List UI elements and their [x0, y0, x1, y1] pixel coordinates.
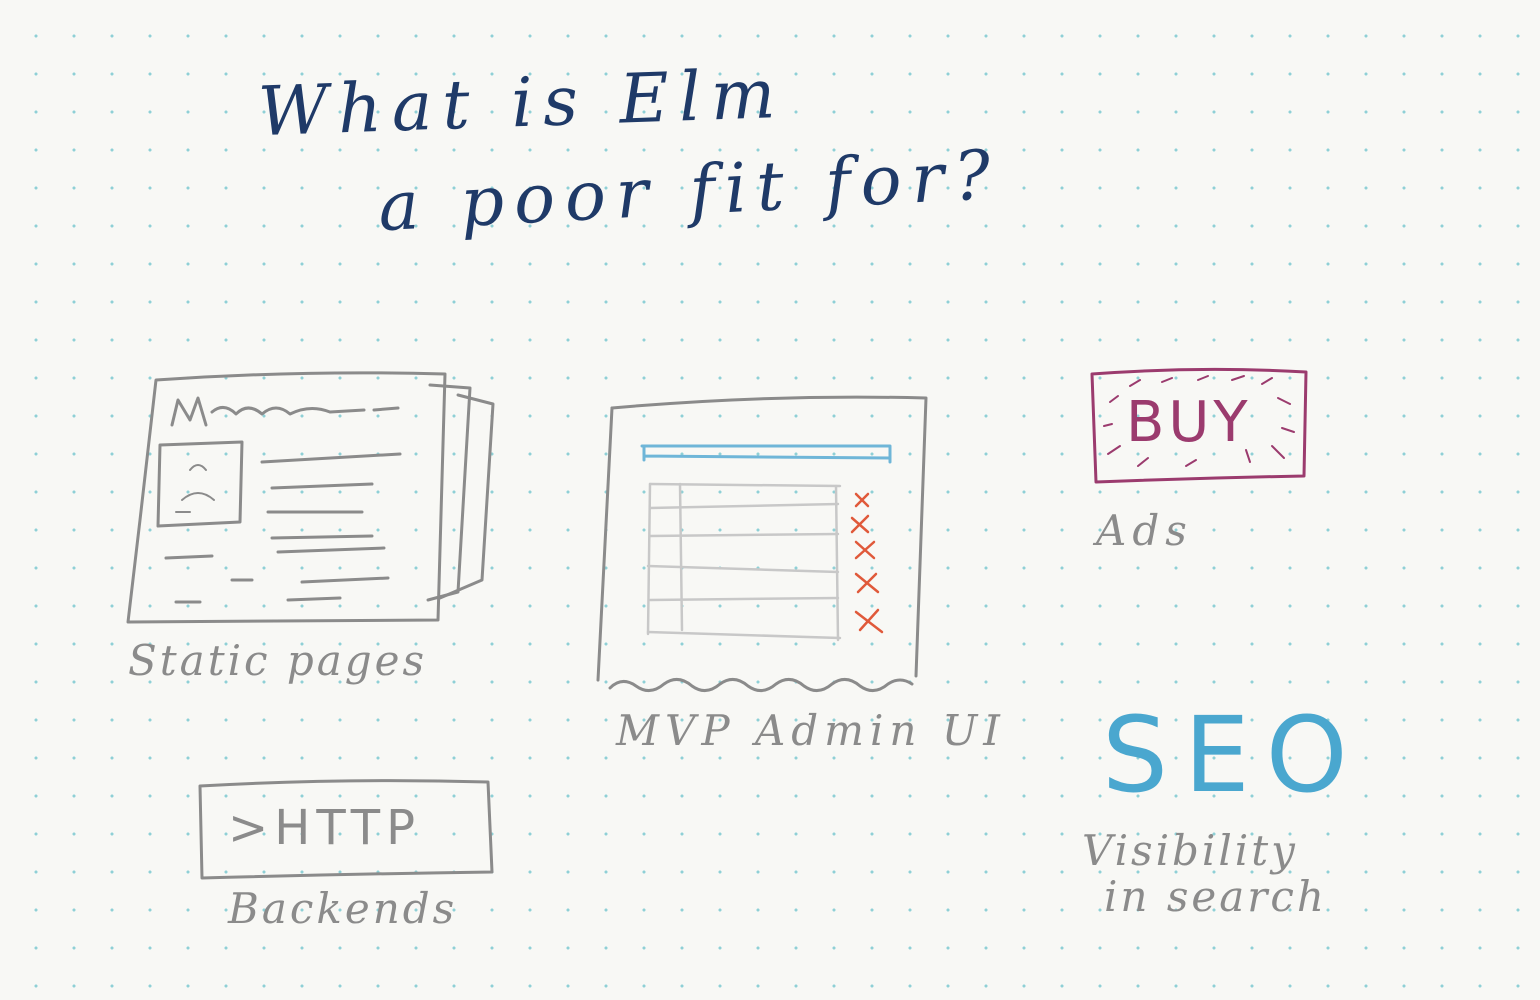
http-box-text: >HTTP [228, 800, 422, 856]
backends-label: Backends [228, 884, 458, 933]
buy-banner-text: BUY [1126, 390, 1252, 455]
visibility-label-line-2: in search [1104, 872, 1327, 921]
mvp-admin-ui-label: MVP Admin UI [616, 706, 1006, 755]
seo-heading: SEO [1102, 694, 1364, 816]
visibility-label-line-1: Visibility [1082, 826, 1298, 875]
ads-label: Ads [1096, 506, 1193, 555]
static-pages-label: Static pages [128, 636, 428, 685]
